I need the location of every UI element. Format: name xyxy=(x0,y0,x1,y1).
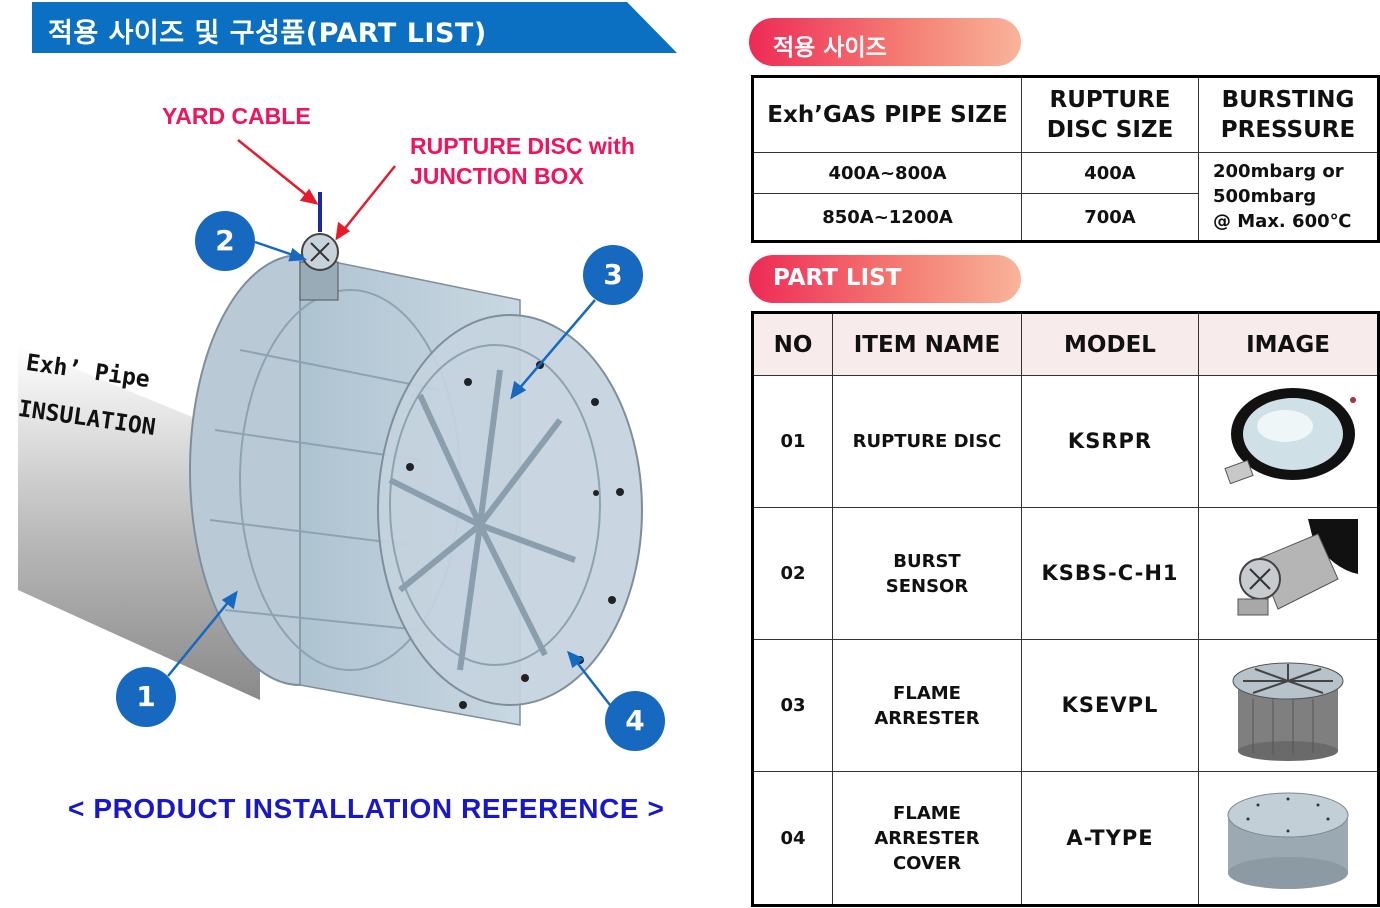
part-no: 03 xyxy=(752,639,833,772)
disc-size-cell: 700A xyxy=(1021,193,1199,242)
installation-caption: < PRODUCT INSTALLATION REFERENCE > xyxy=(68,793,665,824)
header-model: MODEL xyxy=(1021,312,1199,376)
pipe-size-cell: 850A~1200A xyxy=(752,193,1022,242)
part-no: 04 xyxy=(752,771,833,906)
flame-arrester-image xyxy=(1198,639,1379,772)
header-image: IMAGE xyxy=(1198,312,1379,376)
yard-cable-label: YARD CABLE xyxy=(162,103,311,129)
rupture-disc-label-line1: RUPTURE DISC with xyxy=(410,133,635,159)
badge-2: 2 xyxy=(195,211,255,271)
part-no: 01 xyxy=(752,375,833,508)
banner-shape xyxy=(32,2,677,53)
badge-3: 3 xyxy=(583,245,643,305)
callout-arrows-blue xyxy=(167,240,611,706)
sizes-pill: 적용 사이즈 xyxy=(749,18,1021,66)
rupture-disc-label-line2: JUNCTION BOX xyxy=(410,163,584,189)
installation-drawing xyxy=(18,139,643,726)
part-table-header: NO ITEM NAME MODEL IMAGE xyxy=(752,312,1379,376)
pipe-size-cell: 400A~800A xyxy=(752,152,1022,195)
part-model: A-TYPE xyxy=(1021,771,1199,906)
header-item-name: ITEM NAME xyxy=(832,312,1022,376)
disc-size-cell: 400A xyxy=(1021,152,1199,195)
part-no: 02 xyxy=(752,507,833,640)
arrester-spokes xyxy=(388,369,577,671)
part-model: KSBS-C-H1 xyxy=(1021,507,1199,640)
sizes-pill-label: 적용 사이즈 xyxy=(773,35,887,61)
badge-4: 4 xyxy=(605,691,665,751)
part-list-pill-label: PART LIST xyxy=(773,265,902,291)
burst-sensor-image xyxy=(1198,507,1379,640)
part-list-table: NO ITEM NAME MODEL IMAGE 01 RUPTURE DISC… xyxy=(751,311,1380,907)
section-banner: 적용 사이즈 및 구성품(PART LIST) xyxy=(32,2,677,53)
part-name: RUPTURE DISC xyxy=(832,375,1022,508)
rupture-disc-image xyxy=(1198,375,1379,508)
table-row: 01 RUPTURE DISC KSRPR xyxy=(752,375,1379,508)
part-model: KSEVPL xyxy=(1021,639,1199,772)
table-row: 850A~1200A 700A xyxy=(752,193,1379,242)
part-list-pill: PART LIST xyxy=(749,255,1021,303)
part-model: KSRPR xyxy=(1021,375,1199,508)
flame-arrester-cover xyxy=(377,314,643,706)
banner-title: 적용 사이즈 및 구성품(PART LIST) xyxy=(48,18,487,49)
callout-arrows-red xyxy=(237,139,396,241)
header-no: NO xyxy=(752,312,833,376)
badge-1: 1 xyxy=(116,667,176,727)
header-pipe-size: Exh’GAS PIPE SIZE xyxy=(752,75,1022,154)
flame-arrester-cover-image xyxy=(1198,771,1379,906)
